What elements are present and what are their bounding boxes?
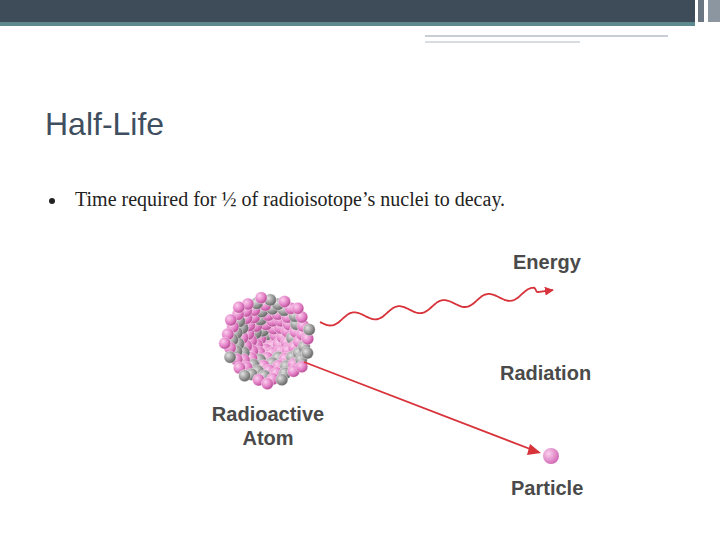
figure-label: Radiation [500, 361, 640, 385]
nucleon [303, 324, 315, 336]
nucleon [255, 292, 267, 304]
rule-line [425, 35, 668, 37]
nucleon [225, 314, 237, 326]
nucleon [239, 370, 251, 382]
nucleon [278, 295, 290, 307]
nucleus-cluster [219, 292, 315, 390]
nucleon [301, 347, 313, 359]
nucleon [219, 337, 231, 349]
nucleon [233, 301, 245, 313]
energy-wave [320, 288, 553, 326]
arrow-head [527, 444, 541, 455]
bullet-text: Time required for ½ of radioisotope’s nu… [75, 187, 660, 211]
particle-dot [543, 448, 559, 464]
nucleon [276, 374, 288, 386]
top-block [698, 0, 704, 22]
figure-label: Energy [513, 250, 633, 274]
nucleon [292, 302, 304, 314]
nucleon [224, 351, 236, 363]
figure-label: Radioactive Atom [198, 402, 338, 450]
top-block [708, 0, 720, 22]
figure-label: Particle [511, 476, 631, 500]
nucleon [261, 378, 273, 390]
top-band [0, 0, 695, 22]
top-stripe [0, 22, 695, 26]
bullet-dot [49, 198, 55, 204]
rule-line [425, 41, 580, 43]
slide-title: Half-Life [45, 106, 164, 143]
